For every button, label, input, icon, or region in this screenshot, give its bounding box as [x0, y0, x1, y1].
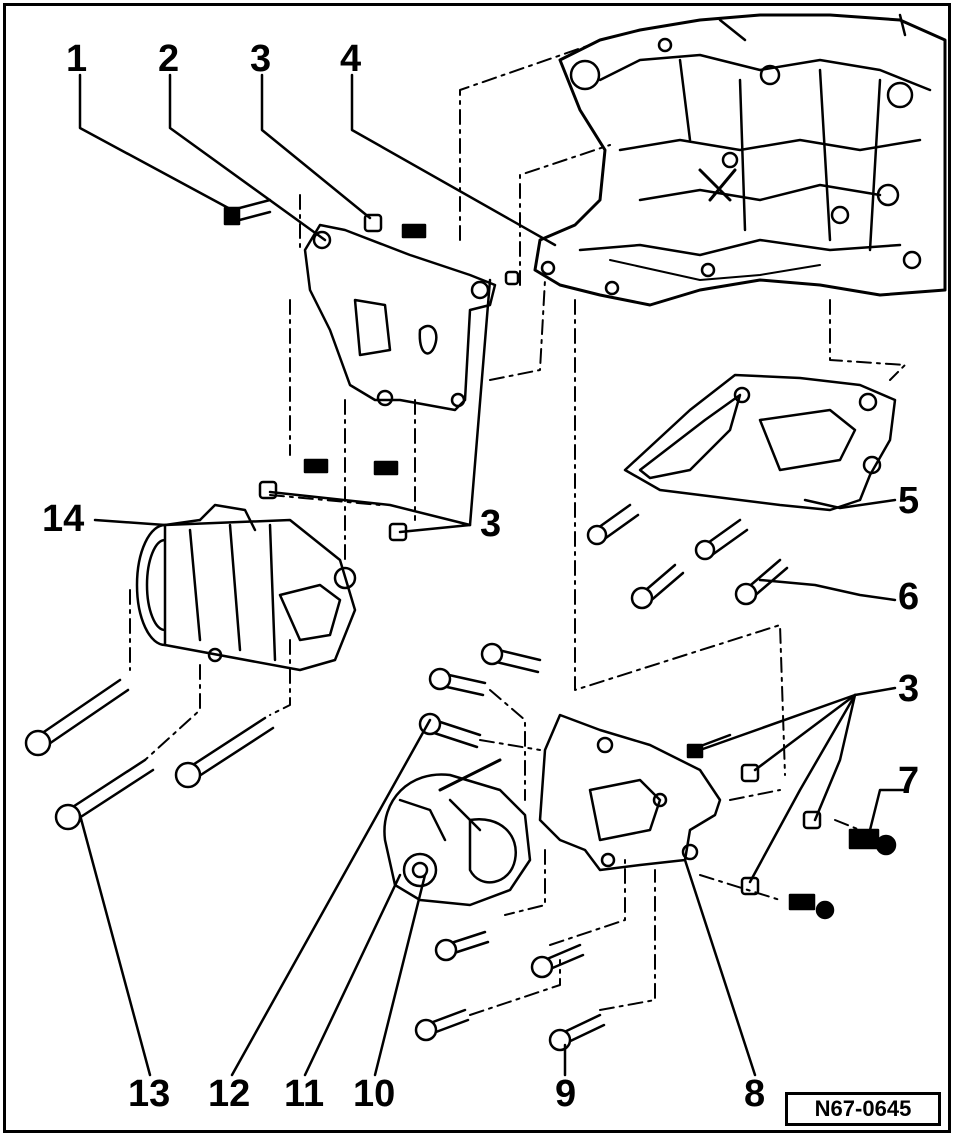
- callout-2: 2: [158, 38, 180, 80]
- callout-1: 1: [66, 38, 88, 80]
- callout-4: 4: [340, 38, 362, 80]
- leader-lines: [78, 73, 907, 1077]
- bolts: [24, 198, 897, 1052]
- callout-3-middle: 3: [480, 503, 502, 545]
- right-bracket: [623, 373, 897, 512]
- callout-3-top: 3: [250, 38, 272, 80]
- lower-bracket: [538, 713, 722, 872]
- callout-5: 5: [898, 480, 920, 522]
- callout-13: 13: [128, 1073, 171, 1115]
- callout-11: 11: [284, 1073, 325, 1115]
- upper-bracket: [303, 223, 497, 412]
- engine-block: [533, 13, 947, 307]
- callout-9: 9: [555, 1073, 577, 1115]
- callout-14: 14: [42, 498, 85, 540]
- callout-3-right: 3: [898, 668, 920, 710]
- callout-12: 12: [208, 1073, 251, 1115]
- power-steering-pump: [383, 758, 532, 907]
- callout-10: 10: [353, 1073, 396, 1115]
- callout-7: 7: [898, 760, 920, 802]
- figure-reference-code: N67-0645: [785, 1092, 941, 1126]
- callout-6: 6: [898, 576, 920, 618]
- ac-compressor: [135, 503, 357, 672]
- callout-8: 8: [744, 1073, 766, 1115]
- frame-border: [3, 3, 951, 1133]
